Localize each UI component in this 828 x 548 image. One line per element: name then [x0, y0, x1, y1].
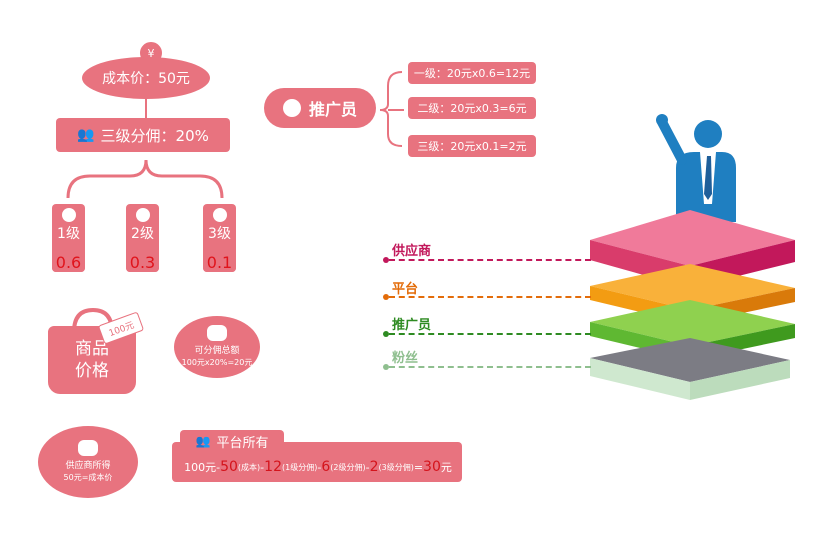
layer-line — [389, 259, 591, 261]
eq-level1: 12 — [264, 459, 282, 475]
raised-arm-person-icon — [656, 114, 736, 222]
layer-label-platform: 平台 — [392, 282, 419, 297]
eq-part: = — [413, 460, 424, 474]
product-line1: 商品 — [75, 339, 109, 359]
eq-level3: 2 — [369, 459, 379, 475]
platform-title: 平台所有 — [216, 435, 269, 451]
three-level-commission: 👥 三级分佣：20% — [56, 118, 230, 152]
eq-note: (3级分佣) — [378, 462, 414, 472]
platform-equation: 100元- 50 (成本) - 12 (1级分佣) - 6 (2级分佣) - 2… — [174, 456, 462, 478]
level-rate: 0.3 — [126, 252, 159, 272]
level-name: 2级 — [131, 226, 154, 242]
eq-level2: 6 — [321, 459, 331, 475]
database-icon — [207, 325, 227, 341]
layer-label-promoter: 推广员 — [392, 318, 432, 333]
product-line2: 价格 — [75, 361, 109, 381]
promoter-pill: 推广员 — [264, 88, 376, 128]
user-share-icon — [282, 99, 301, 117]
level-rate: 0.6 — [52, 252, 85, 272]
commission-total-formula: 100元x20%=20元 — [181, 358, 253, 367]
eq-result: 30 — [423, 459, 441, 475]
cost-price-label: 成本价：50元 — [102, 71, 190, 87]
layer-stack — [590, 210, 795, 400]
supplier-title: 供应商所得 — [65, 461, 111, 471]
eq-part: - — [260, 460, 265, 474]
calc-level-2: 二级：20元x0.3=6元 — [408, 97, 536, 119]
level-name: 3级 — [208, 226, 231, 242]
level-rate: 0.1 — [203, 252, 236, 272]
layer-line — [389, 296, 591, 298]
layer-dot — [383, 257, 389, 263]
layer-line — [389, 333, 591, 335]
platform-tab: 👥 平台所有 — [180, 430, 284, 452]
eq-note: (2级分佣) — [330, 462, 366, 472]
user-coin-icon — [212, 208, 227, 222]
supplier-income-circle: 供应商所得 50元=成本价 — [38, 426, 138, 498]
supplier-formula: 50元=成本价 — [63, 473, 113, 482]
three-level-label: 三级分佣：20% — [100, 126, 209, 145]
commission-total-title: 可分佣总额 — [194, 346, 240, 356]
calc-level-3: 三级：20元x0.1=2元 — [408, 135, 536, 157]
layer-dot — [383, 364, 389, 370]
eq-part: - — [365, 460, 370, 474]
commission-total-circle: 可分佣总额 100元x20%=20元 — [174, 316, 260, 378]
user-coin-icon — [135, 208, 150, 222]
users-icon: 👥 — [77, 127, 95, 143]
promoter-label: 推广员 — [308, 100, 357, 119]
user-coin-icon — [61, 208, 76, 222]
layer-dot — [383, 294, 389, 300]
eq-cost: 50 — [220, 459, 238, 475]
eq-part: 100元- — [184, 461, 221, 474]
database-icon — [78, 440, 98, 456]
eq-part: - — [317, 460, 322, 474]
eq-note: (1级分佣) — [281, 462, 318, 472]
eq-note: (成本) — [237, 462, 261, 472]
layer-label-supplier: 供应商 — [392, 244, 432, 259]
layer-line — [389, 366, 591, 368]
layer-dot — [383, 331, 389, 337]
layer-label-fans: 粉丝 — [392, 351, 419, 366]
level-name: 1级 — [57, 226, 80, 242]
cost-price-oval: 成本价：50元 — [82, 57, 210, 99]
calc-level-1: 一级：20元x0.6=12元 — [408, 62, 536, 84]
users-icon: 👥 — [195, 434, 211, 448]
eq-part: 元 — [440, 461, 452, 474]
